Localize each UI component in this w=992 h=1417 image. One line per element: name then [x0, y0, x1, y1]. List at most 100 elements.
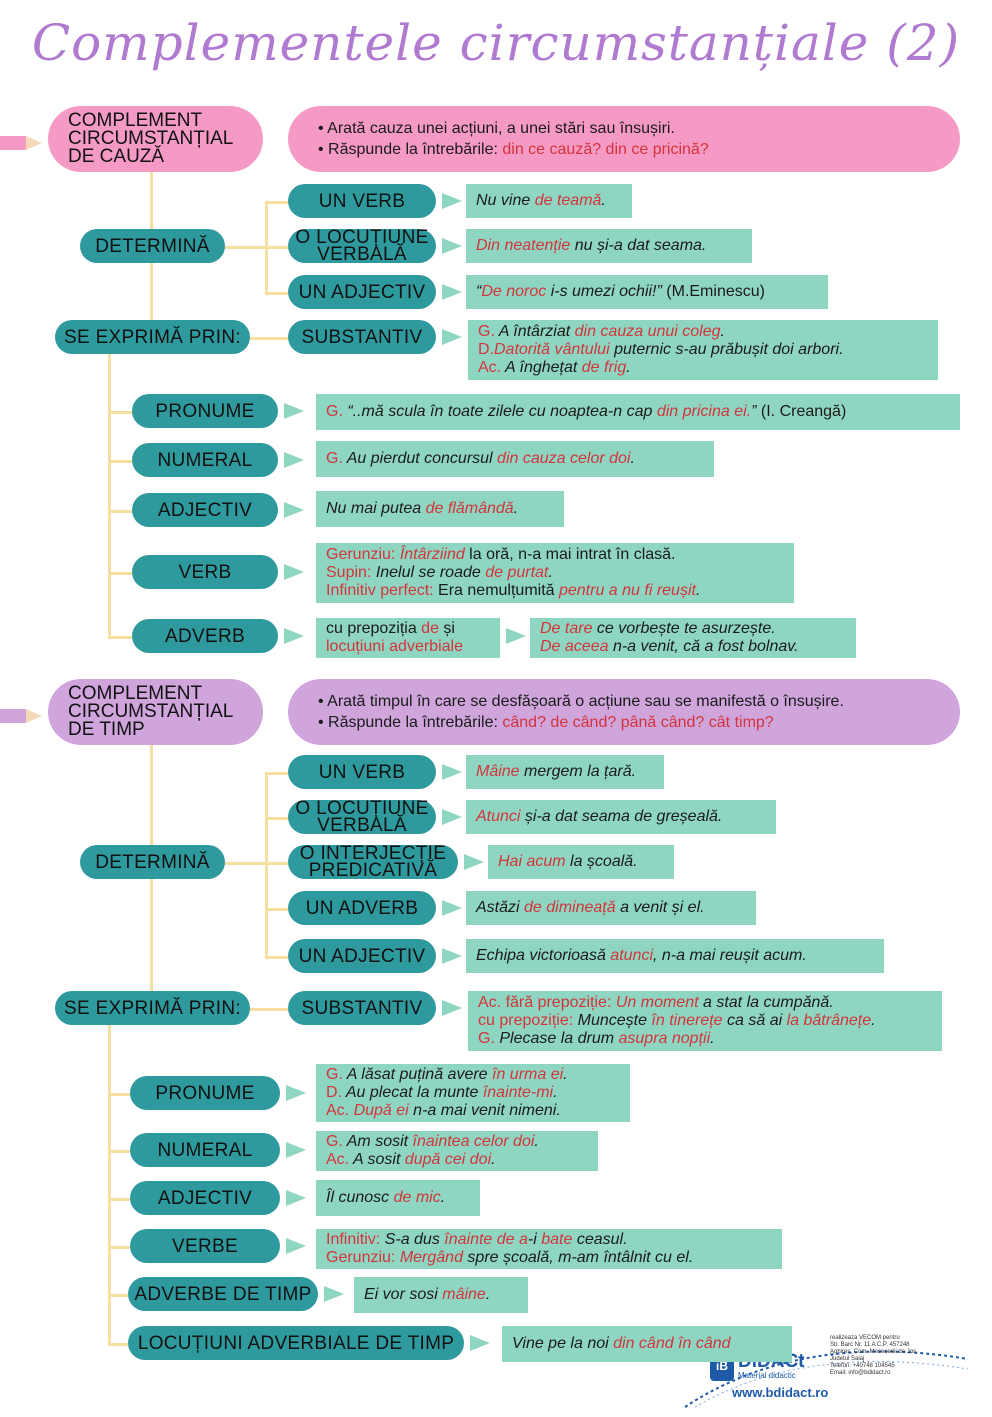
- highlight-text: înaintea celor doi: [412, 1133, 535, 1150]
- text-segment: .: [534, 1133, 539, 1150]
- text-segment: -i: [527, 1231, 542, 1248]
- connector-line: [265, 956, 288, 959]
- highlight-text: la bătrânețe: [786, 1012, 872, 1029]
- connector-line: [108, 1025, 111, 1343]
- text-segment: “..mă scula în toate zilele cu noaptea-n…: [342, 403, 657, 420]
- arrow-icon: [442, 1000, 462, 1016]
- highlight-text: Un moment: [615, 994, 699, 1011]
- text-segment: , n-a mai reușit acum.: [653, 947, 807, 964]
- text-segment: Au pierdut concursul: [342, 450, 498, 467]
- connector-line: [225, 246, 265, 249]
- timp-exprima-example: Infinitiv: S-a dus înainte de a-i bate c…: [316, 1229, 782, 1269]
- timp-determina-example: Hai acum la școală.: [488, 845, 674, 879]
- highlight-text: De noroc: [481, 283, 547, 300]
- timp-exprima-example: G. A lăsat puțină avere în urma ei.D. Au…: [316, 1064, 630, 1122]
- text-line: D.Datorită vântului puternic s-au prăbuș…: [478, 341, 928, 359]
- highlight-text: Din neatenție: [476, 237, 571, 254]
- cauza-exprima-example: G. “..mă scula în toate zilele cu noapte…: [316, 394, 960, 430]
- arrow-icon: [286, 1238, 306, 1254]
- connector-line: [108, 1343, 128, 1346]
- heading-line: DE CAUZĂ: [68, 146, 165, 167]
- cauza-determina-example: Nu vine de teamă.: [466, 184, 632, 218]
- highlight-text: asupra nopții: [618, 1030, 711, 1047]
- connector-line: [108, 460, 132, 463]
- highlight-text: când? de când? până când? cât timp?: [502, 714, 774, 731]
- text-segment: și: [438, 620, 455, 637]
- highlight-text: Ac.: [326, 1102, 350, 1119]
- highlight-text: Mergând: [399, 1249, 463, 1266]
- cauza-determina-example: Din neatenție nu și-a dat seama.: [466, 229, 752, 263]
- text-segment: Inelul se roade: [375, 564, 486, 581]
- text-line: G. Plecase la drum asupra nopții.: [478, 1030, 932, 1048]
- connector-line: [108, 510, 132, 513]
- pencil-body: [0, 136, 26, 150]
- connector-line: [225, 862, 265, 865]
- highlight-text: de purtat: [485, 564, 549, 581]
- timp-definition: • Arată timpul în care se desfășoară o a…: [288, 679, 960, 745]
- text-segment: .: [695, 582, 701, 599]
- timp-determina-example: Atunci și-a dat seama de greșeală.: [466, 800, 776, 834]
- text-segment: ceasul.: [572, 1231, 628, 1248]
- arrow-icon: [286, 1085, 306, 1101]
- arrow-icon: [286, 1142, 306, 1158]
- timp-exprima-item: ADVERBE DE TIMP: [128, 1277, 318, 1311]
- timp-exprima-item: VERBE: [130, 1229, 280, 1263]
- cauza-definition: • Arată cauza unei acțiuni, a unei stări…: [288, 106, 960, 172]
- timp-determina-item: O INTERJECȚIE PREDICATIVĂ: [288, 844, 458, 880]
- text-line: Ac. fără prepoziție: Un moment a stat la…: [478, 994, 932, 1012]
- cauza-determina-item: UN ADJECTIV: [288, 275, 436, 309]
- cauza-determina-item: UN VERB: [288, 184, 436, 218]
- text-line: G. A întârziat din cauza unui coleg.: [478, 323, 928, 341]
- text-line: D. Au plecat la munte înainte-mi.: [326, 1084, 620, 1102]
- timp-exprima-example: G. Am sosit înaintea celor doi.Ac. A sos…: [316, 1131, 598, 1171]
- highlight-text: D.: [326, 1084, 342, 1101]
- timp-exprima-example: Ei vor sosi mâine.: [354, 1277, 528, 1313]
- timp-determina-example: Astăzi de dimineață a venit și el.: [466, 891, 756, 925]
- text-line: Vine pe la noi din când în când: [512, 1335, 782, 1353]
- highlight-text: locuțiuni adverbiale: [326, 638, 463, 655]
- pencil-tip: [26, 709, 42, 723]
- text-segment: A sosit: [349, 1151, 405, 1168]
- text-segment: S-a dus: [384, 1231, 445, 1248]
- heading-line: CIRCUMSTANȚIAL: [68, 701, 234, 722]
- highlight-text: din cauza celor doi: [497, 450, 631, 467]
- highlight-text: din pricina ei.: [656, 403, 752, 420]
- highlight-text: G.: [326, 1066, 343, 1083]
- connector-line: [265, 862, 288, 865]
- text-line: locuțiuni adverbiale: [326, 638, 490, 656]
- text-line: Echipa victorioasă atunci, n-a mai reuși…: [476, 947, 874, 965]
- website-link[interactable]: www.bdidact.ro: [732, 1385, 829, 1400]
- timp-determina-example: Mâine mergem la țară.: [466, 755, 664, 789]
- text-segment: Ei vor sosi: [364, 1286, 443, 1303]
- connector-line: [108, 572, 132, 575]
- timp-exprima-item: PRONUME: [130, 1076, 280, 1110]
- arrow-icon: [470, 1335, 490, 1351]
- text-segment: la oră, n-a mai intrat în clasă.: [464, 546, 676, 563]
- cauza-exprima-example: G. Au pierdut concursul din cauza celor …: [316, 441, 714, 477]
- cauza-determina-item: O LOCUȚIUNE VERBALĂ: [288, 228, 436, 264]
- text-line: cu prepoziția de și: [326, 620, 490, 638]
- highlight-text: de dimineață: [524, 899, 616, 916]
- text-segment: A înghețat: [501, 359, 582, 376]
- text-line: G. A lăsat puțină avere în urma ei.: [326, 1066, 620, 1084]
- cauza-determina-example: “De noroc i-s umezi ochii!” (M.Eminescu): [466, 275, 828, 309]
- text-segment: puternic s-au prăbușit doi arbori.: [609, 341, 844, 358]
- arrow-icon: [284, 452, 304, 468]
- arrow-icon: [464, 854, 484, 870]
- connector-line: [108, 1150, 130, 1153]
- text-segment: n-a mai venit nimeni.: [408, 1102, 561, 1119]
- text-line: De tare ce vorbește te asurzește.: [540, 620, 846, 638]
- text-line: Infinitiv: S-a dus înainte de a-i bate c…: [326, 1231, 772, 1249]
- highlight-text: G.: [478, 323, 495, 340]
- pencil-tip: [26, 136, 42, 150]
- connector-line: [108, 1294, 128, 1297]
- text-line: Hai acum la școală.: [498, 853, 664, 871]
- text-segment: “: [476, 283, 482, 300]
- highlight-text: Ac. fără prepoziție:: [478, 994, 616, 1011]
- arrow-icon: [442, 764, 462, 780]
- text-segment: (I. Creangă): [760, 403, 847, 420]
- arrow-icon: [506, 628, 526, 644]
- connector-line: [108, 1198, 130, 1201]
- connector-line: [108, 354, 111, 636]
